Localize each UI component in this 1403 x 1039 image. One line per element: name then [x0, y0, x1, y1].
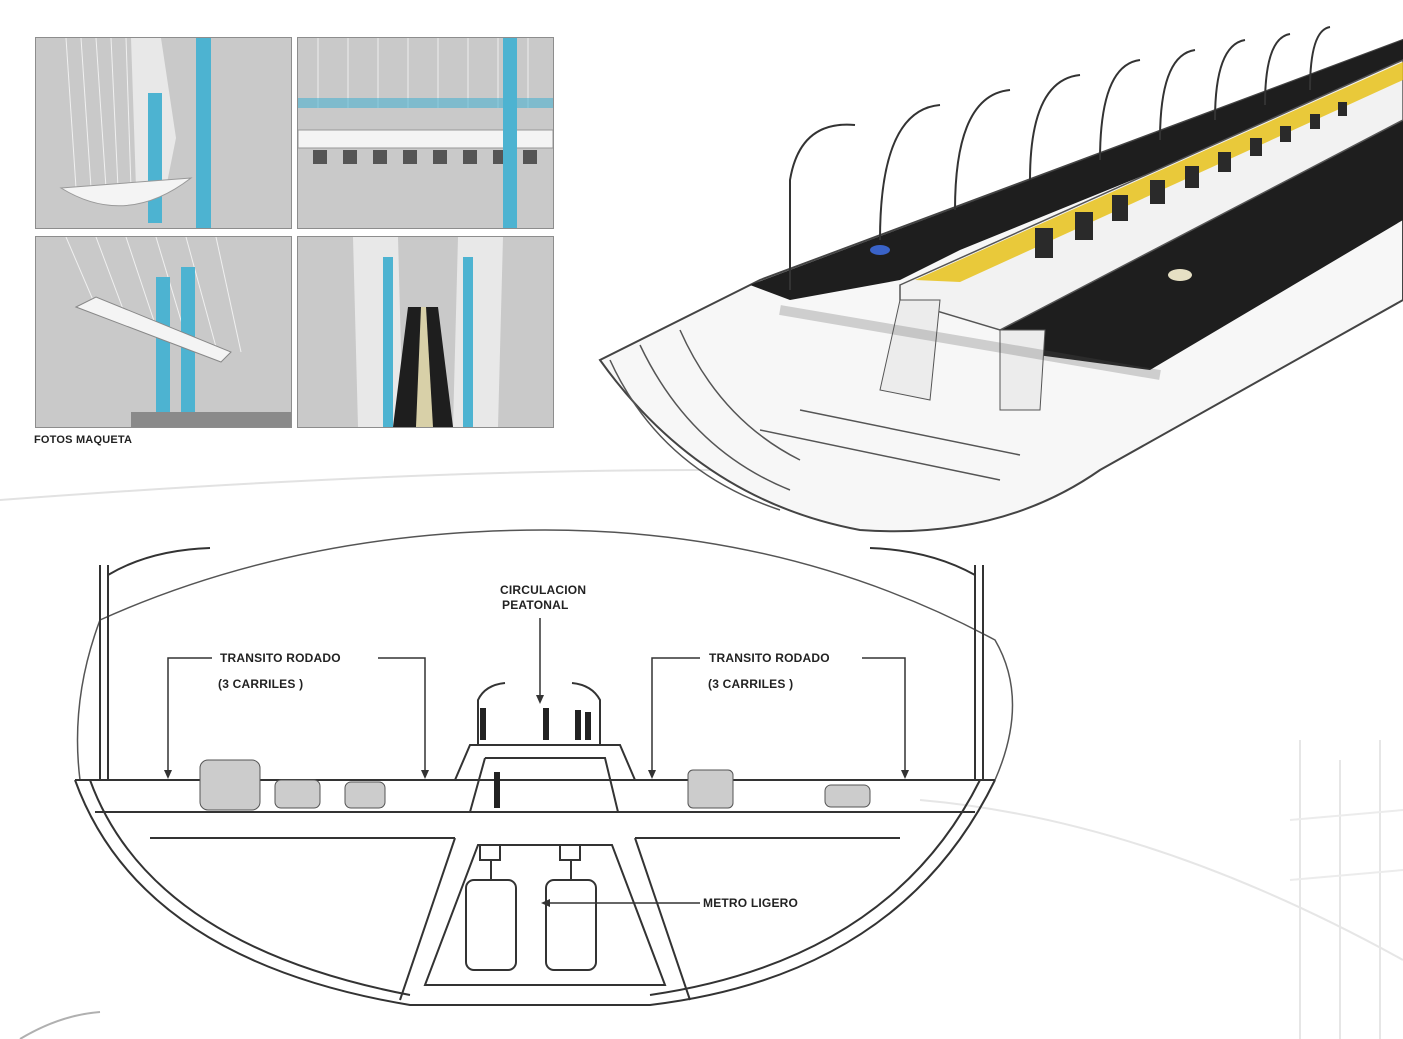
- metro-label: METRO LIGERO: [703, 896, 799, 910]
- left-lanes-label: (3 CARRILES ): [218, 677, 304, 691]
- right-lanes-label: (3 CARRILES ): [708, 677, 794, 691]
- pedestrian-label-line1: CIRCULACION: [500, 583, 587, 597]
- model-photo-4: [297, 236, 554, 428]
- model-photo-3: [35, 236, 292, 428]
- model-photo-1: [35, 37, 292, 229]
- right-traffic-label: TRANSITO RODADO: [709, 651, 830, 665]
- model-photo-2: [297, 37, 554, 229]
- left-traffic-label: TRANSITO RODADO: [220, 651, 341, 665]
- photos-caption: FOTOS MAQUETA: [34, 434, 133, 446]
- pedestrian-label-line2: PEATONAL: [502, 598, 569, 612]
